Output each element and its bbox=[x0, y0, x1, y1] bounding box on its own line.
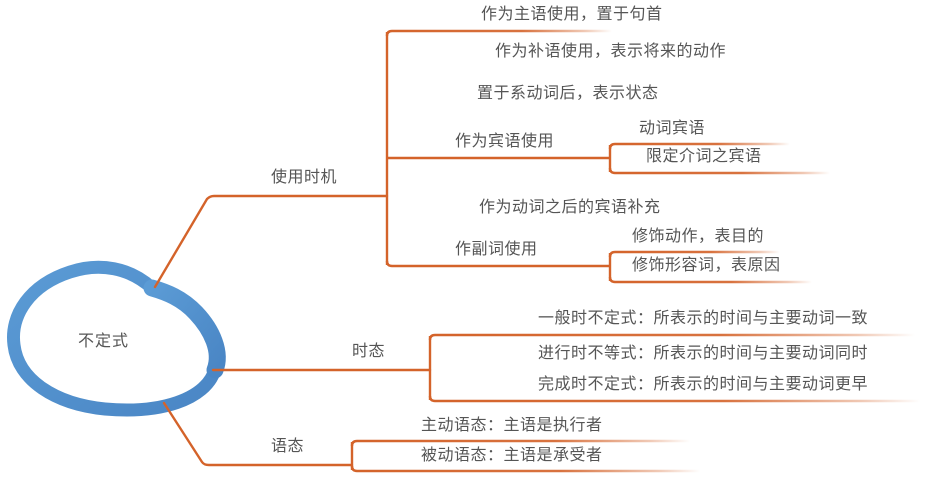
branch-label-usage[interactable]: 使用时机 bbox=[271, 169, 338, 186]
leaf-voice-active[interactable]: 主动语态：主语是执行者 bbox=[421, 417, 603, 434]
leaf-usage-linking-verb[interactable]: 置于系动词后，表示状态 bbox=[477, 85, 659, 102]
leaf-tense-simple[interactable]: 一般时不定式：所表示的时间与主要动词一致 bbox=[538, 310, 869, 327]
leaf-usage-object[interactable]: 作为宾语使用 bbox=[455, 133, 555, 150]
leaf-tense-perfect[interactable]: 完成时不定式：所表示的时间与主要动词更早 bbox=[538, 376, 869, 393]
leaf-object-preposition[interactable]: 限定介词之宾语 bbox=[646, 148, 762, 165]
leaf-adverb-purpose[interactable]: 修饰动作，表目的 bbox=[632, 228, 765, 245]
center-node-label[interactable]: 不定式 bbox=[78, 333, 130, 350]
leaf-usage-adverb[interactable]: 作副词使用 bbox=[455, 241, 538, 258]
leaf-object-verb[interactable]: 动词宾语 bbox=[639, 120, 706, 137]
branch-label-tense[interactable]: 时态 bbox=[352, 343, 386, 360]
leaf-usage-object-complement[interactable]: 作为动词之后的宾语补充 bbox=[479, 199, 661, 216]
leaf-voice-passive[interactable]: 被动语态：主语是承受者 bbox=[421, 447, 603, 464]
branch-label-voice[interactable]: 语态 bbox=[271, 438, 305, 455]
leaf-adverb-reason[interactable]: 修饰形容词，表原因 bbox=[632, 257, 781, 274]
leaf-usage-complement[interactable]: 作为补语使用，表示将来的动作 bbox=[495, 43, 727, 60]
leaf-tense-progressive[interactable]: 进行时不等式：所表示的时间与主要动词同时 bbox=[538, 345, 869, 362]
leaf-usage-subject[interactable]: 作为主语使用，置于句首 bbox=[481, 6, 663, 23]
